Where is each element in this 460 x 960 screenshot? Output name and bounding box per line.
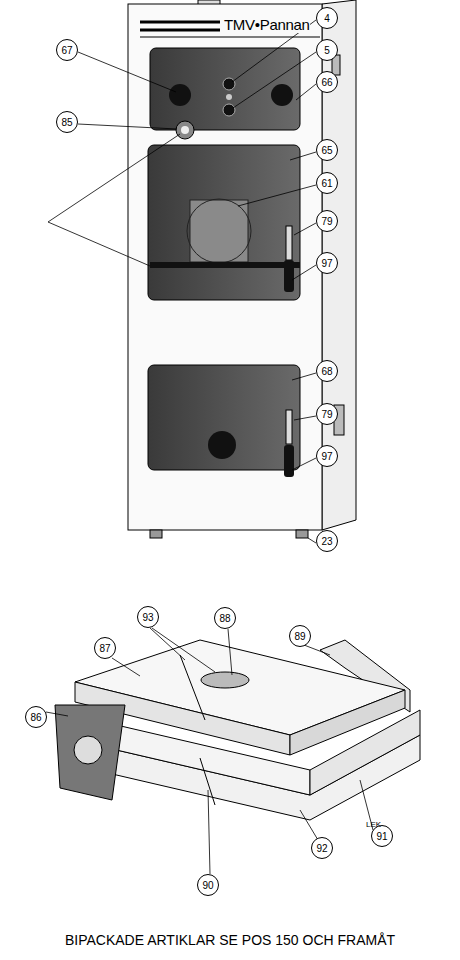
brand-name: TMV•Pannan	[224, 16, 310, 33]
callout-circle: 88	[214, 607, 236, 629]
callout-number: 90	[202, 880, 213, 891]
callout-circle: 4	[316, 7, 338, 29]
callout-number: 68	[321, 366, 332, 377]
callout-circle: 79	[316, 210, 338, 232]
callout-circle: 23	[316, 530, 338, 552]
callout-number: 65	[321, 145, 332, 156]
callout-number: 79	[321, 216, 332, 227]
callout-number: 23	[321, 536, 332, 547]
callout-circle: 89	[289, 625, 311, 647]
callout-circle: 79	[316, 403, 338, 425]
callout-circle: 92	[311, 837, 333, 859]
callout-number: 79	[321, 409, 332, 420]
callout-number: 87	[99, 643, 110, 654]
callout-circle: 61	[316, 172, 338, 194]
callout-number: 91	[376, 831, 387, 842]
callout-number: 5	[324, 45, 330, 56]
callout-number: 67	[61, 45, 72, 56]
brick-marking: LEK	[366, 820, 381, 829]
callout-circle: 86	[25, 706, 47, 728]
callout-number: 97	[321, 258, 332, 269]
callout-number: 4	[324, 13, 330, 24]
callout-number: 97	[321, 451, 332, 462]
callout-number: 85	[61, 117, 72, 128]
callout-number: 89	[294, 631, 305, 642]
callout-circle: 66	[316, 71, 338, 93]
callout-circle: 85	[56, 111, 78, 133]
callout-circle: 90	[197, 874, 219, 896]
callout-circle: 97	[316, 445, 338, 467]
callout-circle: 93	[137, 606, 159, 628]
callout-number: 88	[219, 613, 230, 624]
callout-circle: 5	[316, 39, 338, 61]
callout-circle: 67	[56, 39, 78, 61]
callout-circle: 87	[94, 637, 116, 659]
callout-number: 92	[316, 843, 327, 854]
callout-circle: 68	[316, 360, 338, 382]
callout-circle: 65	[316, 139, 338, 161]
callout-number: 61	[321, 178, 332, 189]
callout-number: 66	[321, 77, 332, 88]
callout-number: 93	[142, 612, 153, 623]
callout-circle: 97	[316, 252, 338, 274]
callout-number: 86	[30, 712, 41, 723]
note-text: BIPACKADE ARTIKLAR SE POS 150 OCH FRAMÅT	[65, 932, 395, 948]
